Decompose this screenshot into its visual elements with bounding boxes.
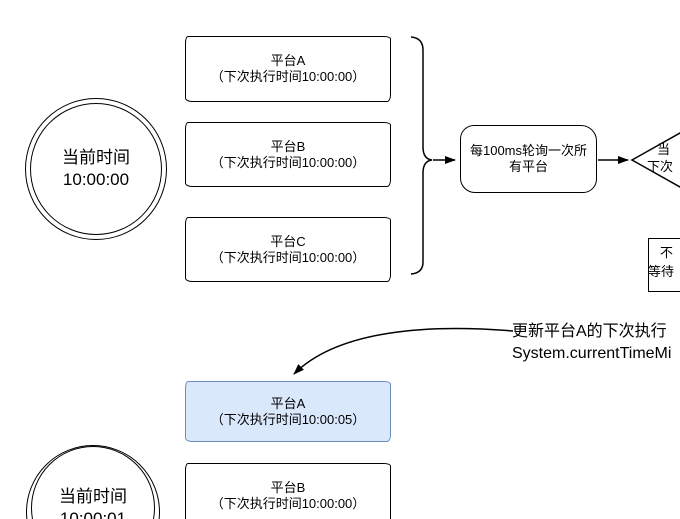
clock-time: 10:00:01 — [59, 509, 127, 519]
clock-time: 10:00:00 — [62, 170, 130, 189]
update-annotation: 更新平台A的下次执行 System.currentTimeMi — [512, 321, 671, 365]
decision-text-line1: 当 — [657, 142, 671, 157]
clock-title: 当前时间 — [59, 487, 127, 506]
platform-schedule: （下次执行时间10:00:05） — [210, 411, 366, 427]
platform-box-b-scene2: 平台B （下次执行时间10:00:00） — [185, 463, 391, 519]
platform-schedule: （下次执行时间10:00:00） — [210, 496, 366, 511]
platform-schedule: （下次执行时间10:00:00） — [210, 69, 366, 84]
platform-name: 平台C — [270, 233, 306, 249]
wait-box — [648, 238, 680, 292]
decision-text-line2: 下次 — [647, 159, 674, 174]
wait-box-line1: 不 — [660, 245, 674, 260]
platform-box-a-updated: 平台A （下次执行时间10:00:05） — [185, 381, 391, 442]
update-annotation-line1: 更新平台A的下次执行 — [512, 323, 667, 340]
current-time-circle-1-inner: 当前时间 10:00:00 — [30, 103, 162, 235]
clock-title: 当前时间 — [62, 148, 130, 167]
curly-brace — [410, 36, 433, 275]
platform-box-c: 平台C （下次执行时间10:00:00） — [185, 217, 391, 282]
platform-box-b: 平台B （下次执行时间10:00:00） — [185, 122, 391, 187]
platform-name: 平台B — [270, 138, 306, 154]
arrow-annotation-to-platform-a — [293, 327, 514, 375]
platform-box-a: 平台A （下次执行时间10:00:00） — [185, 36, 391, 102]
platform-schedule: （下次执行时间10:00:00） — [210, 154, 366, 170]
poller-box: 每100ms轮询一次所有平台 — [460, 125, 597, 193]
current-time-circle-1: 当前时间 10:00:00 — [25, 98, 167, 240]
decision-diamond — [630, 132, 680, 188]
platform-name: 平台B — [270, 480, 306, 495]
platform-name: 平台A — [270, 395, 306, 411]
poller-label: 每100ms轮询一次所有平台 — [469, 143, 588, 174]
platform-name: 平台A — [270, 53, 306, 68]
wait-box-line2: 等待 — [648, 264, 675, 279]
update-annotation-line2: System.currentTimeMi — [512, 345, 672, 362]
platform-schedule: （下次执行时间10:00:00） — [210, 249, 366, 265]
